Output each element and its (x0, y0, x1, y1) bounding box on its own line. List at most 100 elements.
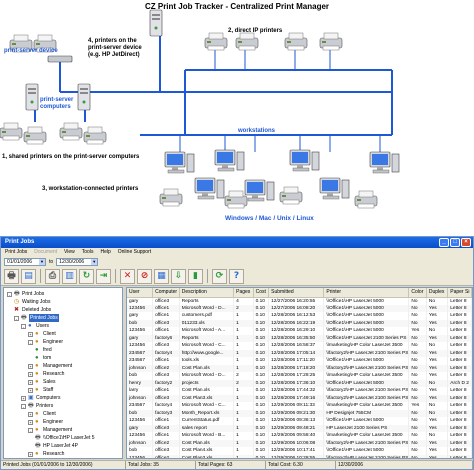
tree-item[interactable]: +●Research (28, 370, 64, 378)
print-icon[interactable]: ⎙ (45, 268, 60, 284)
tree-item[interactable]: -●Engineer (28, 338, 63, 346)
tree-item[interactable]: +●Engineer (28, 418, 63, 426)
refresh-icon[interactable]: ↻ (79, 268, 94, 284)
table-cell: No (408, 319, 427, 327)
column-header[interactable]: Computer (152, 288, 180, 298)
tree-item[interactable]: ✖Deleted Jobs (14, 306, 51, 314)
tree-item[interactable]: +●Client (28, 410, 56, 418)
column-header[interactable]: User (127, 288, 154, 298)
export-icon[interactable]: ⇥ (96, 268, 111, 284)
expand-icon[interactable]: + (28, 411, 33, 417)
document-icon[interactable]: ▥ (62, 268, 77, 284)
tree-item[interactable]: +▣Computers (21, 394, 60, 402)
tree-item[interactable]: -●Management (28, 426, 72, 434)
notepad-icon[interactable]: ▤ (21, 268, 36, 284)
expand-icon[interactable]: + (28, 379, 33, 385)
page-icon[interactable]: ▮ (188, 268, 203, 284)
tree-item[interactable]: +●Research (28, 450, 64, 458)
column-header[interactable]: Color (408, 288, 427, 298)
download-icon[interactable]: ⇩ (171, 268, 186, 284)
tree-item[interactable]: 🖶HP LaserJet 4P (35, 442, 78, 450)
column-header[interactable]: Submitted (268, 288, 325, 298)
menu-print-jobs[interactable]: Print Jobs (5, 249, 28, 255)
expand-icon[interactable]: + (21, 395, 26, 401)
column-header[interactable]: Description (179, 288, 235, 298)
central-server-icon (149, 9, 163, 37)
tree-item[interactable]: ●tom (35, 354, 51, 362)
collapse-icon[interactable]: - (7, 291, 12, 297)
chevron-down-icon[interactable]: ▼ (91, 259, 98, 265)
date-from-picker[interactable]: 01/01/2006 ▼ (4, 258, 46, 266)
printer-icon: 🖶 (35, 443, 41, 449)
collapse-icon[interactable]: - (21, 323, 26, 329)
collapse-icon[interactable]: - (14, 315, 19, 321)
table-cell: 12/27/2006 16:20:55 (268, 297, 325, 305)
tree-item[interactable]: -🖶Print Jobs (7, 290, 44, 298)
collapse-icon[interactable]: - (28, 427, 33, 433)
collapse-icon[interactable]: - (28, 339, 33, 345)
column-header[interactable]: Cost (253, 288, 270, 298)
refresh-circle-icon[interactable]: ⟳ (212, 268, 227, 284)
printer-icon[interactable]: 🖶 (4, 268, 19, 284)
menu-document[interactable]: Document (34, 249, 58, 255)
column-header[interactable]: Duplex (426, 288, 449, 298)
column-header[interactable]: Pages (233, 288, 254, 298)
menu-view[interactable]: View (64, 249, 75, 255)
menu-online-support[interactable]: Online Support (117, 249, 152, 255)
tree-item[interactable]: -🖶Printed Jobs (14, 314, 59, 322)
chevron-down-icon[interactable]: ▼ (39, 259, 45, 265)
column-header[interactable]: Printer (323, 288, 410, 298)
tree-item[interactable]: ◷Waiting Jobs (14, 298, 50, 306)
column-header[interactable]: Paper Si (447, 288, 472, 298)
tree-item[interactable]: +●Management (28, 362, 72, 370)
delete-icon[interactable]: ✕ (120, 268, 135, 284)
tree-item[interactable]: +●Client (28, 330, 56, 338)
expand-icon[interactable]: + (28, 371, 33, 377)
tree-item[interactable]: -●Users (21, 322, 49, 330)
collapse-icon[interactable]: - (21, 403, 26, 409)
tree-item[interactable]: +●Staff (28, 386, 53, 394)
expand-icon[interactable]: + (28, 331, 33, 337)
tree-item[interactable]: ●fred (35, 346, 52, 354)
expand-icon[interactable]: + (28, 363, 33, 369)
tree-item[interactable]: +●Sales (28, 378, 56, 386)
tree-item[interactable]: 🖶\\Office1\HP LaserJet 5 (35, 434, 95, 442)
table-cell: 1 (233, 327, 254, 335)
tree-item-label: Client (43, 411, 56, 417)
menu-tools[interactable]: Tools (81, 249, 94, 255)
expand-icon[interactable]: + (28, 387, 33, 393)
minimize-button[interactable]: _ (439, 238, 449, 247)
filter-icon[interactable]: ▦ (154, 268, 169, 284)
maximize-button[interactable]: □ (450, 238, 460, 247)
date-to-picker[interactable]: 12/30/2006 ▼ (56, 258, 99, 266)
help-icon[interactable]: ? (229, 268, 244, 284)
close-button[interactable]: × (461, 238, 471, 247)
tree-item[interactable]: -🖶Printers (21, 402, 53, 410)
menu-help[interactable]: Help (100, 249, 111, 255)
expand-icon[interactable]: + (28, 419, 33, 425)
expand-icon[interactable]: + (28, 451, 33, 457)
cancel-icon[interactable]: ⊘ (137, 268, 152, 284)
